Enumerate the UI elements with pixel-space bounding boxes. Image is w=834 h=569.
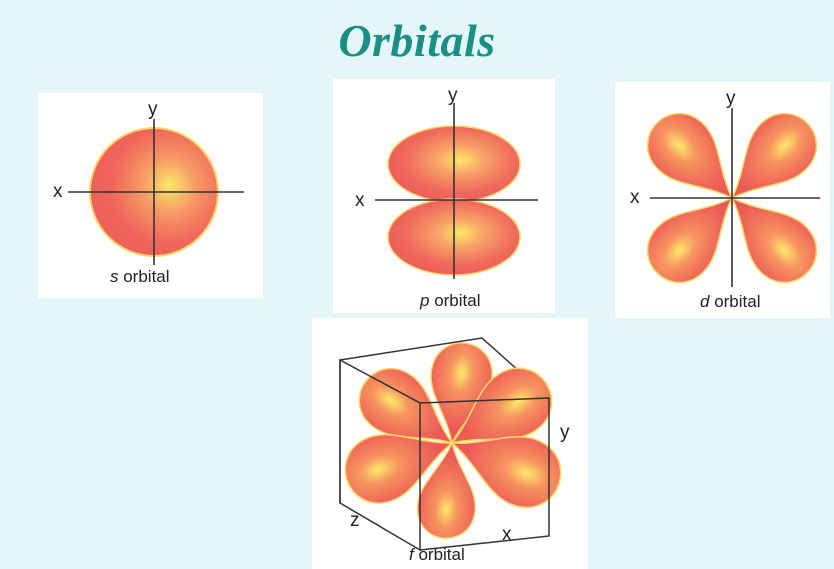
f-orbital-panel: y z x f orbital <box>312 318 588 569</box>
y-axis-label: y <box>560 422 570 443</box>
s-orbital-panel: x y s orbital <box>38 93 263 298</box>
x-axis-label: x <box>53 181 63 202</box>
d-orbital-caption: d orbital <box>700 292 761 311</box>
x-axis-label: x <box>355 190 365 211</box>
x-axis-label: x <box>630 187 640 208</box>
y-axis-label: y <box>148 99 158 120</box>
f-orbital-caption: f orbital <box>409 545 465 564</box>
cube-right-face <box>419 397 550 551</box>
p-orbital-panel: x y p orbital <box>333 79 555 313</box>
y-axis-label: y <box>448 85 458 106</box>
d-orbital-figure <box>633 99 830 297</box>
page-title: Orbitals <box>338 15 496 66</box>
z-axis-label: z <box>350 510 360 531</box>
s-orbital-caption: s orbital <box>110 267 170 286</box>
p-orbital-caption: p orbital <box>420 291 481 310</box>
d-orbital-panel: x y d orbital <box>615 82 830 318</box>
f-orbital-figure <box>335 337 572 552</box>
y-axis-label: y <box>726 88 736 109</box>
s-orbital-figure <box>68 119 244 265</box>
x-axis-label: x <box>502 524 512 545</box>
p-orbital-figure <box>375 103 538 279</box>
